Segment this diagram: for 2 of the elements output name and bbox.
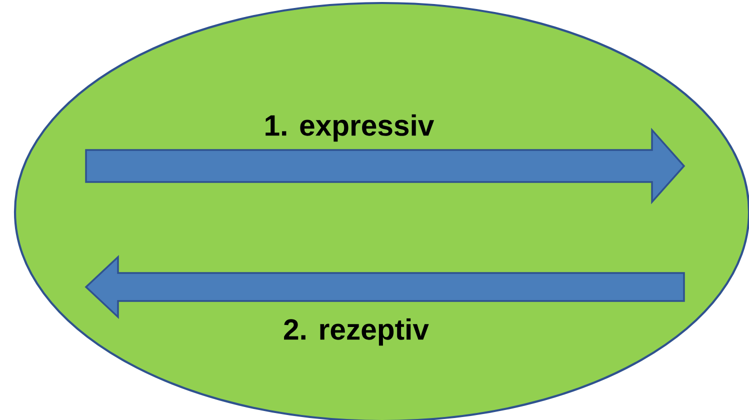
arrow-label: 2. rezeptiv — [284, 318, 429, 346]
arrow-label: 1. expressiv — [266, 114, 434, 142]
